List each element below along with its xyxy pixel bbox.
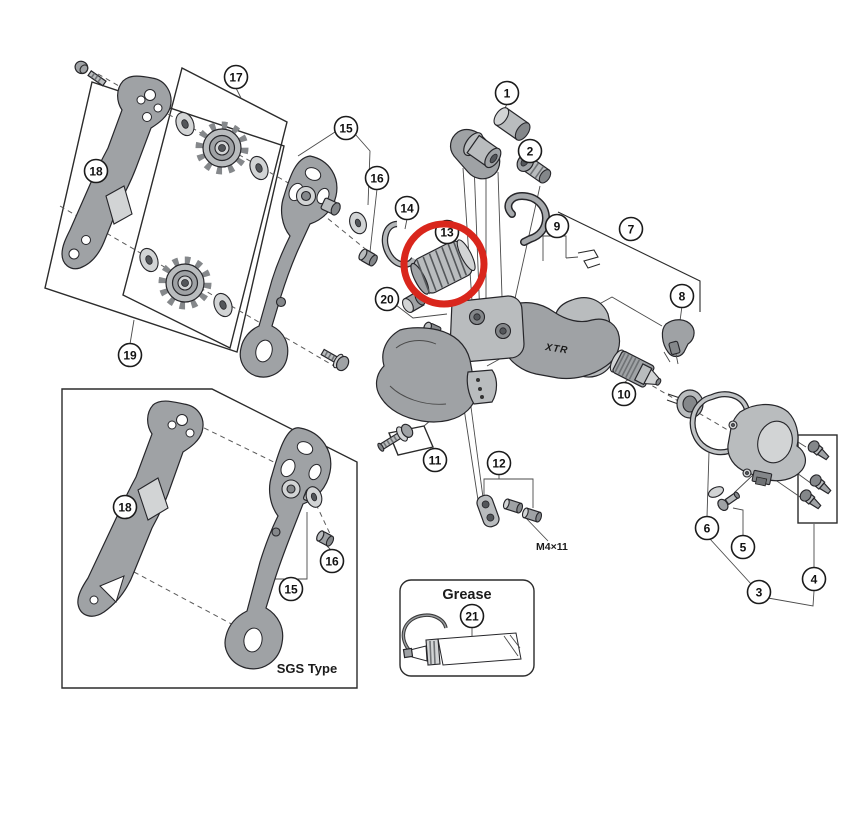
grease-tube xyxy=(401,613,522,666)
balloon-18-22: 18 xyxy=(112,494,138,520)
cable-fixing-parts-12 xyxy=(476,494,543,528)
svg-text:2: 2 xyxy=(527,145,534,159)
frame-boxes xyxy=(44,66,838,689)
balloon-14-13: 14 xyxy=(394,195,420,221)
outer-cage-plate-top xyxy=(239,155,341,378)
balloon-10-9: 10 xyxy=(611,381,637,407)
svg-text:19: 19 xyxy=(123,349,137,363)
body-cable-holes xyxy=(466,369,498,405)
balloon-8-7: 8 xyxy=(669,283,695,309)
balloon-15-20: 15 xyxy=(278,576,304,602)
plate-nut-top xyxy=(358,248,378,267)
sgs-type-label: SGS Type xyxy=(277,661,337,676)
svg-text:5: 5 xyxy=(740,541,747,555)
svg-text:12: 12 xyxy=(492,457,506,471)
grease-title: Grease xyxy=(442,587,491,603)
tension-pulley-lower xyxy=(139,247,233,318)
cover-screws-4 xyxy=(799,440,832,510)
outer-plate-washer-top xyxy=(349,211,367,235)
svg-text:3: 3 xyxy=(756,586,763,600)
cable-clip xyxy=(577,249,601,269)
svg-text:18: 18 xyxy=(89,165,103,179)
balloon-2-1: 2 xyxy=(517,138,543,164)
guide-pulley-upper xyxy=(175,111,269,181)
balloon-4-3: 4 xyxy=(801,566,827,592)
body-logo: XTR xyxy=(544,342,569,357)
svg-text:16: 16 xyxy=(370,172,384,186)
svg-text:20: 20 xyxy=(380,293,394,307)
svg-text:14: 14 xyxy=(400,202,414,216)
derailleur-body: XTR xyxy=(375,295,621,423)
svg-text:6: 6 xyxy=(704,522,711,536)
body-knuckle-block xyxy=(449,295,525,363)
cover-fixing-screw-5 xyxy=(707,486,740,512)
frame-box-19 xyxy=(44,81,285,353)
plate-bolt-top xyxy=(320,348,350,372)
frame-box-11 xyxy=(388,425,434,456)
inner-cage-plate-top xyxy=(61,75,172,270)
balloon-11-10: 11 xyxy=(422,447,448,473)
svg-text:13: 13 xyxy=(440,226,454,240)
svg-text:1: 1 xyxy=(504,87,511,101)
svg-text:4: 4 xyxy=(811,573,818,587)
body-shell xyxy=(375,327,477,423)
svg-text:8: 8 xyxy=(679,290,686,304)
balloon-19-18: 19 xyxy=(117,342,143,368)
frame-box-sgs xyxy=(61,388,358,689)
balloon-20-19: 20 xyxy=(374,286,400,312)
svg-text:15: 15 xyxy=(284,583,298,597)
balloon-16-21: 16 xyxy=(319,548,345,574)
barrel-adjuster xyxy=(609,349,662,388)
balloon-16-15: 16 xyxy=(364,165,390,191)
stopper-ring xyxy=(381,220,417,268)
svg-text:7: 7 xyxy=(628,223,635,237)
svg-text:18: 18 xyxy=(118,501,132,515)
balloon-3-2: 3 xyxy=(746,579,772,605)
cable-guide-hook xyxy=(504,191,601,269)
balloon-21-23: 21 xyxy=(459,603,485,629)
balloon-9-8: 9 xyxy=(544,213,570,239)
frame-box-17 xyxy=(122,66,288,350)
outer-cage-plate-sgs xyxy=(224,427,332,670)
highlight-circle-part-13 xyxy=(400,220,488,308)
frame-box-4 xyxy=(797,434,838,524)
svg-text:11: 11 xyxy=(429,454,442,468)
balloon-18-17: 18 xyxy=(83,158,109,184)
svg-text:17: 17 xyxy=(229,71,243,85)
svg-text:21: 21 xyxy=(465,610,479,624)
outer-plate-washer-sgs xyxy=(305,486,323,508)
balloon-6-5: 6 xyxy=(694,515,720,541)
balloon-17-16: 17 xyxy=(223,64,249,90)
frame-box-grease xyxy=(399,579,535,677)
balloon-12-11: 12 xyxy=(486,450,512,476)
bolt-spec-label: M4×11 xyxy=(536,541,568,553)
inner-cage-plate-sgs xyxy=(77,400,204,617)
balloon-5-4: 5 xyxy=(730,534,756,560)
svg-text:9: 9 xyxy=(554,220,561,234)
balloon-1-0: 1 xyxy=(494,80,520,106)
svg-text:10: 10 xyxy=(617,388,631,402)
svg-text:16: 16 xyxy=(325,555,339,569)
cover-unit xyxy=(727,403,807,487)
svg-text:15: 15 xyxy=(339,122,353,136)
balloon-7-6: 7 xyxy=(618,216,644,242)
balloon-15-14: 15 xyxy=(333,115,359,141)
bracket-axle-unit xyxy=(449,107,531,180)
tension-spring xyxy=(410,239,476,295)
stopper-plate-8 xyxy=(661,319,695,365)
plate-nut-sgs xyxy=(316,530,335,547)
fixing-bolt-top-left xyxy=(74,60,107,87)
adjust-bolt-11 xyxy=(377,423,414,452)
